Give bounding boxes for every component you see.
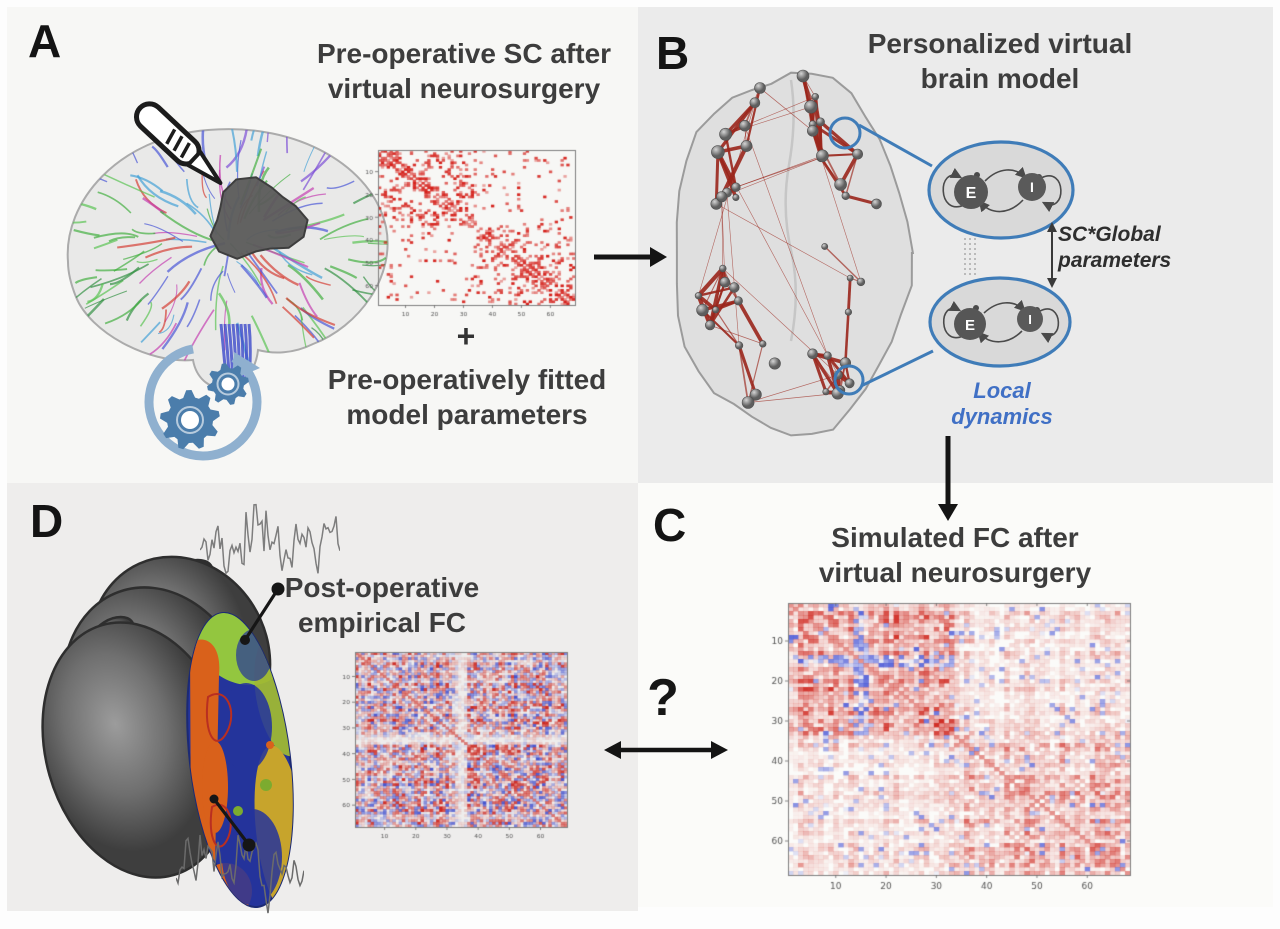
panel-d-title: Post-operative empirical FC — [284, 572, 480, 638]
excitatory-label: E — [966, 185, 977, 202]
preoperative-sc-matrix — [348, 138, 588, 330]
panel-b-title: Personalized virtual brain model — [867, 28, 1133, 94]
global-coupling-caption: SC*Global parameters — [1058, 223, 1172, 273]
inhibitory-population-node — [1017, 306, 1043, 332]
bold-signal-waveform-bottom — [176, 834, 304, 914]
gear-icon-large — [160, 390, 220, 450]
highlighted-node-circle-bottom — [833, 364, 865, 396]
model-parameters-gears-icon — [144, 343, 262, 461]
personalized-brain-model-illustration: E I E I — [675, 69, 1075, 437]
zoom-connector-top — [858, 123, 933, 168]
comparison-question-mark: ? — [647, 669, 679, 727]
panel-d-label: D — [30, 495, 64, 547]
highlighted-node-circle-top — [828, 116, 862, 150]
tumor-region — [209, 176, 309, 260]
inhibitory-label: I — [1028, 312, 1032, 327]
inter-node-coupling-dashes — [964, 238, 976, 278]
bold-signal-waveform-top — [200, 503, 340, 575]
panel-c-title: Simulated FC after virtual neurosurgery — [818, 522, 1092, 588]
panel-b-label: B — [656, 27, 690, 79]
local-dynamics-caption: Local dynamics — [951, 378, 1053, 429]
ei-mass-model-bottom: E I — [928, 276, 1072, 368]
ei-mass-model-top: E I — [927, 140, 1075, 240]
connectome-nodes — [694, 69, 882, 409]
global-coupling-double-arrow — [1047, 222, 1057, 288]
zoom-connector-bottom — [860, 349, 934, 388]
inhibitory-label: I — [1030, 179, 1034, 195]
panel-a-label: A — [28, 15, 62, 67]
gear-icon-small — [207, 363, 249, 405]
fitted-parameters-caption: Pre-operatively fitted model parameters — [327, 364, 607, 430]
scalpel-icon — [134, 101, 223, 186]
excitatory-population-node — [954, 308, 986, 340]
axial-brain-outline — [675, 71, 915, 437]
panel-a-title: Pre-operative SC after virtual neurosurg… — [316, 38, 612, 104]
postoperative-fc-matrix — [326, 643, 580, 851]
inhibitory-population-node — [1018, 173, 1046, 201]
sagittal-brain-tractography-illustration — [66, 101, 389, 390]
excitatory-label: E — [965, 317, 975, 334]
excitatory-population-node — [954, 175, 988, 209]
simulated-fc-matrix — [756, 594, 1164, 902]
panel-c-label: C — [653, 499, 687, 551]
